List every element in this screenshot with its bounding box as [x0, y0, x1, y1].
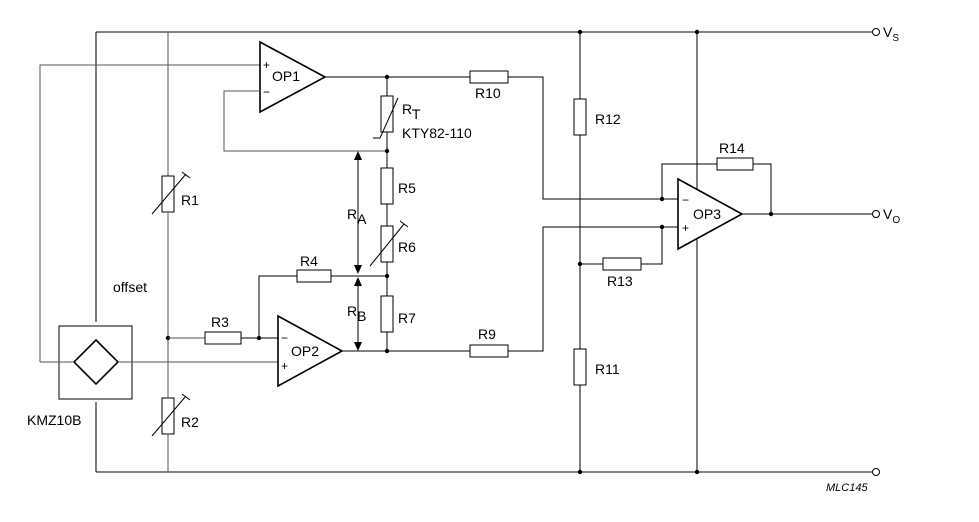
- resistor-r1: [161, 175, 175, 213]
- svg-text:+: +: [281, 359, 288, 373]
- vs-terminal: [872, 28, 880, 36]
- ra-rb-dimension-arrows: RA RB: [347, 151, 367, 351]
- svg-text:+: +: [682, 221, 689, 235]
- offset-divider: R1 R2 offset: [113, 32, 199, 472]
- op3-triangle: [677, 177, 744, 251]
- r3-label: R3: [211, 314, 229, 330]
- reference-divider: R12 R11: [573, 29, 621, 475]
- svg-text:−: −: [281, 331, 288, 345]
- r6-trim-arrow: [369, 223, 405, 267]
- supply-rails: VS: [95, 24, 899, 476]
- r2-trim-arrow: [151, 395, 187, 437]
- op1-label: OP1: [272, 68, 300, 84]
- sensor-label: KMZ10B: [27, 412, 81, 428]
- op3-amplifier: − + OP3: [677, 177, 744, 251]
- resistor-r6: [380, 225, 394, 263]
- bridge-to-op1-wire: [39, 64, 260, 362]
- resistor-r10: [469, 70, 509, 84]
- resistor-r5: [380, 167, 394, 205]
- resistor-r4: [296, 269, 332, 283]
- offset-label: offset: [113, 279, 147, 295]
- r14-label: R14: [719, 140, 745, 156]
- resistor-r12: [573, 98, 587, 136]
- op1-amplifier: + − OP1: [259, 40, 327, 114]
- r13-label: R13: [607, 273, 633, 289]
- r1-label: R1: [181, 192, 199, 208]
- vs-label: VS: [883, 24, 899, 44]
- resistor-r14: [716, 157, 754, 171]
- resistor-r13: [602, 257, 642, 271]
- bridge-diamond-icon: [72, 338, 120, 386]
- op3-label: OP3: [693, 206, 721, 222]
- r9-label: R9: [478, 326, 496, 342]
- op2-label: OP2: [291, 343, 319, 359]
- r7-label: R7: [398, 310, 416, 326]
- r2-label: R2: [181, 414, 199, 430]
- svg-text:−: −: [263, 85, 270, 99]
- op1-feedback-wire: [223, 90, 387, 152]
- op1-triangle: [259, 40, 327, 114]
- svg-text:+: +: [263, 58, 270, 72]
- r4-label: R4: [300, 253, 318, 269]
- r6-label: R6: [398, 239, 416, 255]
- ground-terminal: [872, 468, 880, 476]
- svg-text:−: −: [682, 193, 689, 207]
- resistor-r9: [469, 344, 509, 358]
- resistor-r3: [204, 331, 242, 345]
- op2-triangle: [277, 314, 344, 388]
- r12-label: R12: [595, 111, 621, 127]
- r10-label: R10: [475, 85, 501, 101]
- vo-label: VO: [883, 206, 900, 226]
- op2-amplifier: − + OP2: [277, 314, 344, 388]
- r5-label: R5: [398, 180, 416, 196]
- r1-trim-arrow: [151, 173, 187, 215]
- rt-part-label: KTY82-110: [402, 125, 472, 141]
- rb-label: RB: [347, 303, 366, 324]
- r11-label: R11: [595, 361, 620, 377]
- resistor-r7: [380, 295, 394, 333]
- ra-label: RA: [347, 206, 367, 227]
- sensor-resistor-chain: RT KTY82-110 R5 R6 R7: [369, 77, 472, 354]
- kmz10b-sensor: KMZ10B: [27, 325, 133, 428]
- rt-label: RT: [402, 101, 421, 122]
- r9-to-op3-wire: [508, 226, 662, 352]
- r10-to-op3-wire: [508, 76, 662, 200]
- resistor-r11: [573, 348, 587, 386]
- rt-nonlinear-icon: [373, 97, 399, 139]
- drawing-code: MLC145: [826, 482, 868, 494]
- vo-terminal: [872, 210, 880, 218]
- resistor-r2: [161, 397, 175, 435]
